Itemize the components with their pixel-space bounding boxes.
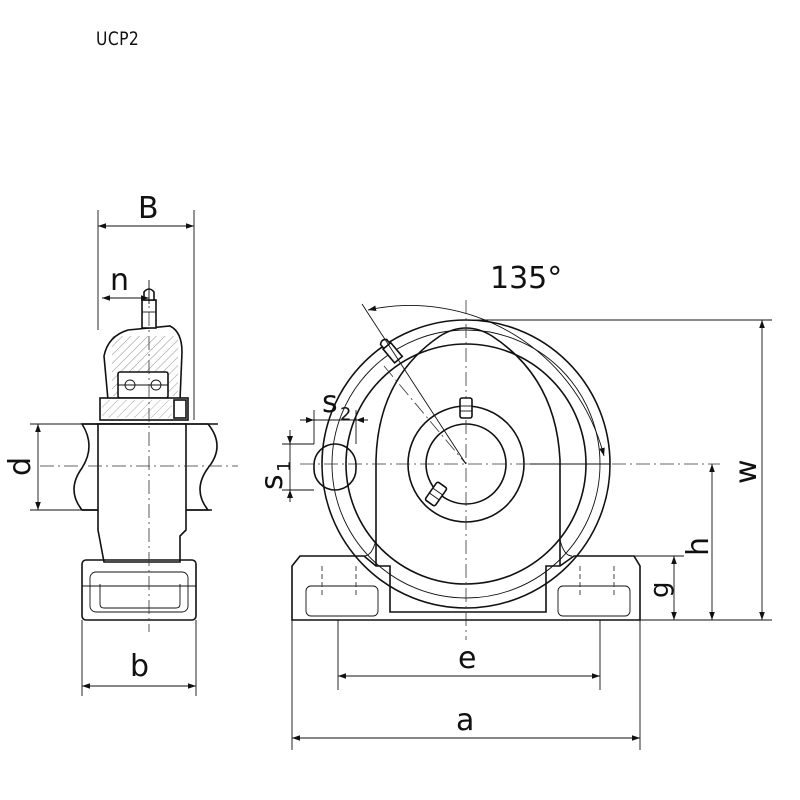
label-s1: s 1 [255, 461, 295, 490]
label-s2: s 2 [322, 385, 351, 425]
svg-text:s: s [322, 385, 338, 420]
label-h: h [681, 537, 716, 556]
slot-view [313, 443, 357, 491]
left-bolt-pad [305, 585, 379, 617]
right-bolt-pad [557, 585, 631, 617]
label-e: e [458, 641, 476, 676]
drawing-title: UCP2 [96, 28, 140, 50]
pedestal-body [97, 423, 187, 563]
label-B: B [138, 191, 159, 226]
front-view [282, 300, 772, 750]
label-g: g [645, 581, 675, 598]
label-n: n [110, 263, 129, 298]
label-w: w [729, 459, 764, 484]
svg-text:1: 1 [274, 461, 295, 472]
label-d: d [3, 457, 38, 476]
svg-text:s: s [255, 474, 290, 490]
set-screw-top [459, 397, 473, 419]
front-base [291, 555, 641, 621]
label-a: a [456, 703, 474, 738]
angle-arc [367, 305, 605, 457]
label-angle: 135° [490, 261, 562, 296]
label-b: b [130, 649, 149, 684]
base [81, 559, 197, 621]
side-view [30, 210, 238, 696]
svg-text:2: 2 [340, 404, 351, 425]
set-screw-side [424, 481, 448, 507]
